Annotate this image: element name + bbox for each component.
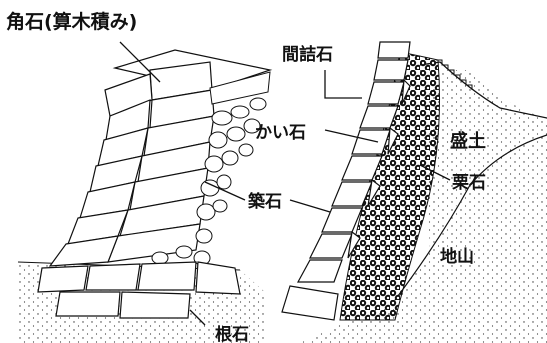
foundation-stones-neishi <box>37 261 241 319</box>
leader-kaiishi <box>324 129 379 143</box>
label-tsumeishi: 間詰石 <box>282 44 333 65</box>
leader-tsukiishi <box>204 181 246 201</box>
natural-ground-edge <box>394 134 547 301</box>
embankment-top <box>419 61 547 119</box>
leader-tsumeishi <box>324 70 362 99</box>
label-kaiishi: かい石 <box>255 123 306 143</box>
natural-ground-jiyama <box>300 135 547 343</box>
label-neishi: 根石 <box>215 324 249 343</box>
label-morido: 盛土 <box>450 130 486 152</box>
label-tsukiishi: 築石 <box>247 191 282 212</box>
label-kadoishi: 角石(算木積み) <box>6 10 137 33</box>
embankment-steps <box>436 59 473 90</box>
cross-section-wall <box>281 41 411 321</box>
leader-kuriishi <box>419 164 451 181</box>
leader-lines <box>119 41 451 326</box>
rough-masonry-tsukiishi <box>151 71 271 266</box>
corner-stone-pillar <box>48 49 273 267</box>
leader-tsukiishi-2 <box>289 199 331 213</box>
leader-neishi <box>189 309 206 326</box>
leader-kadoishi <box>119 41 161 83</box>
embankment-morido <box>420 70 547 250</box>
label-jiyama: 地山 <box>440 246 474 267</box>
label-kuriishi: 栗石 <box>452 173 486 193</box>
